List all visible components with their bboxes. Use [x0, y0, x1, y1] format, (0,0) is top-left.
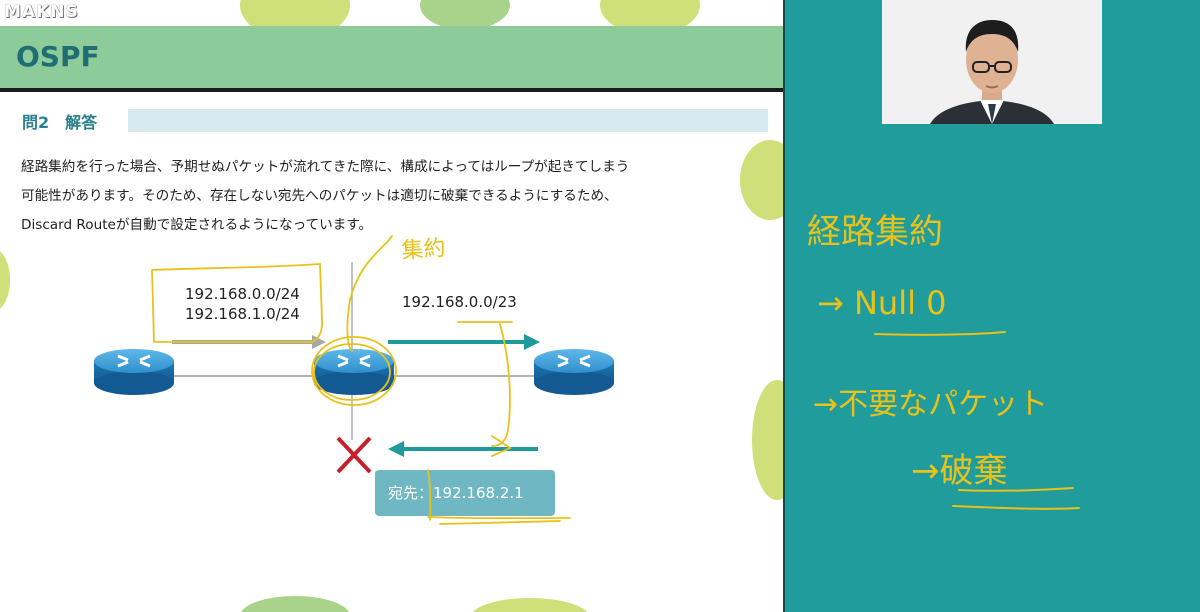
slide-header: OSPF: [0, 26, 783, 88]
summary-route-label: 192.168.0.0/23: [402, 293, 517, 311]
return-arrow-head: [388, 441, 404, 457]
destination-prefix: 宛先：: [388, 484, 433, 502]
destination-ip: 192.168.2.1: [433, 484, 524, 502]
router-icon: [94, 349, 174, 395]
decor-blob: [240, 596, 350, 612]
diagram-note: 集約: [401, 236, 447, 264]
decor-blob: [740, 140, 783, 220]
logo-bar: MAKNS: [0, 0, 783, 26]
handwritten-annotation: [151, 235, 571, 525]
router-icon: [314, 349, 394, 395]
decor-blob: [0, 250, 10, 310]
discard-cross-icon: [336, 436, 372, 474]
note-line-3: →不要なパケット: [813, 387, 1048, 422]
brand-logo: MAKNS: [4, 2, 79, 22]
decor-blob: [470, 598, 590, 612]
network-diagram: 192.168.0.0/24 192.168.1.0/24 192.168.0.…: [94, 235, 614, 525]
paragraph-line-2: 可能性があります。そのため、存在しない宛先へのパケットは適切に破棄できるようにす…: [21, 188, 618, 204]
gray-arrow-head: [312, 335, 326, 349]
section-bar: [128, 109, 768, 132]
svg-text:宛先：192.168.2.1: 宛先：192.168.2.1: [388, 484, 524, 502]
note-line-2: → Null 0: [817, 284, 947, 322]
paragraph-line-1: 経路集約を行った場合、予期せぬパケットが流れてきた際に、構成によってはループが起…: [21, 159, 630, 175]
handwriting-layer: 経路集約 → Null 0 →不要なパケット →破棄: [807, 212, 1080, 510]
presenter-avatar: [882, 0, 1102, 124]
destination-box: [375, 470, 555, 516]
router-icon: [534, 349, 614, 395]
page-title: OSPF: [16, 40, 100, 73]
summary-arrow-head: [524, 334, 540, 350]
left-route-2: 192.168.1.0/24: [185, 305, 300, 323]
note-line-4: →破棄: [911, 451, 1008, 491]
underline-strokes: [874, 331, 1080, 510]
section-label: 問2 解答: [22, 113, 98, 132]
left-route-1: 192.168.0.0/24: [185, 285, 300, 303]
slide: MAKNS OSPF 問2 解答 経路集約を行った場合、予期せぬパケットが流れて…: [0, 0, 783, 612]
header-divider: [0, 88, 783, 92]
webcam-view: [882, 0, 1102, 124]
paragraph-line-3: Discard Routeが自動で設定されるようになっています。: [21, 217, 373, 233]
note-line-1: 経路集約: [807, 212, 943, 252]
